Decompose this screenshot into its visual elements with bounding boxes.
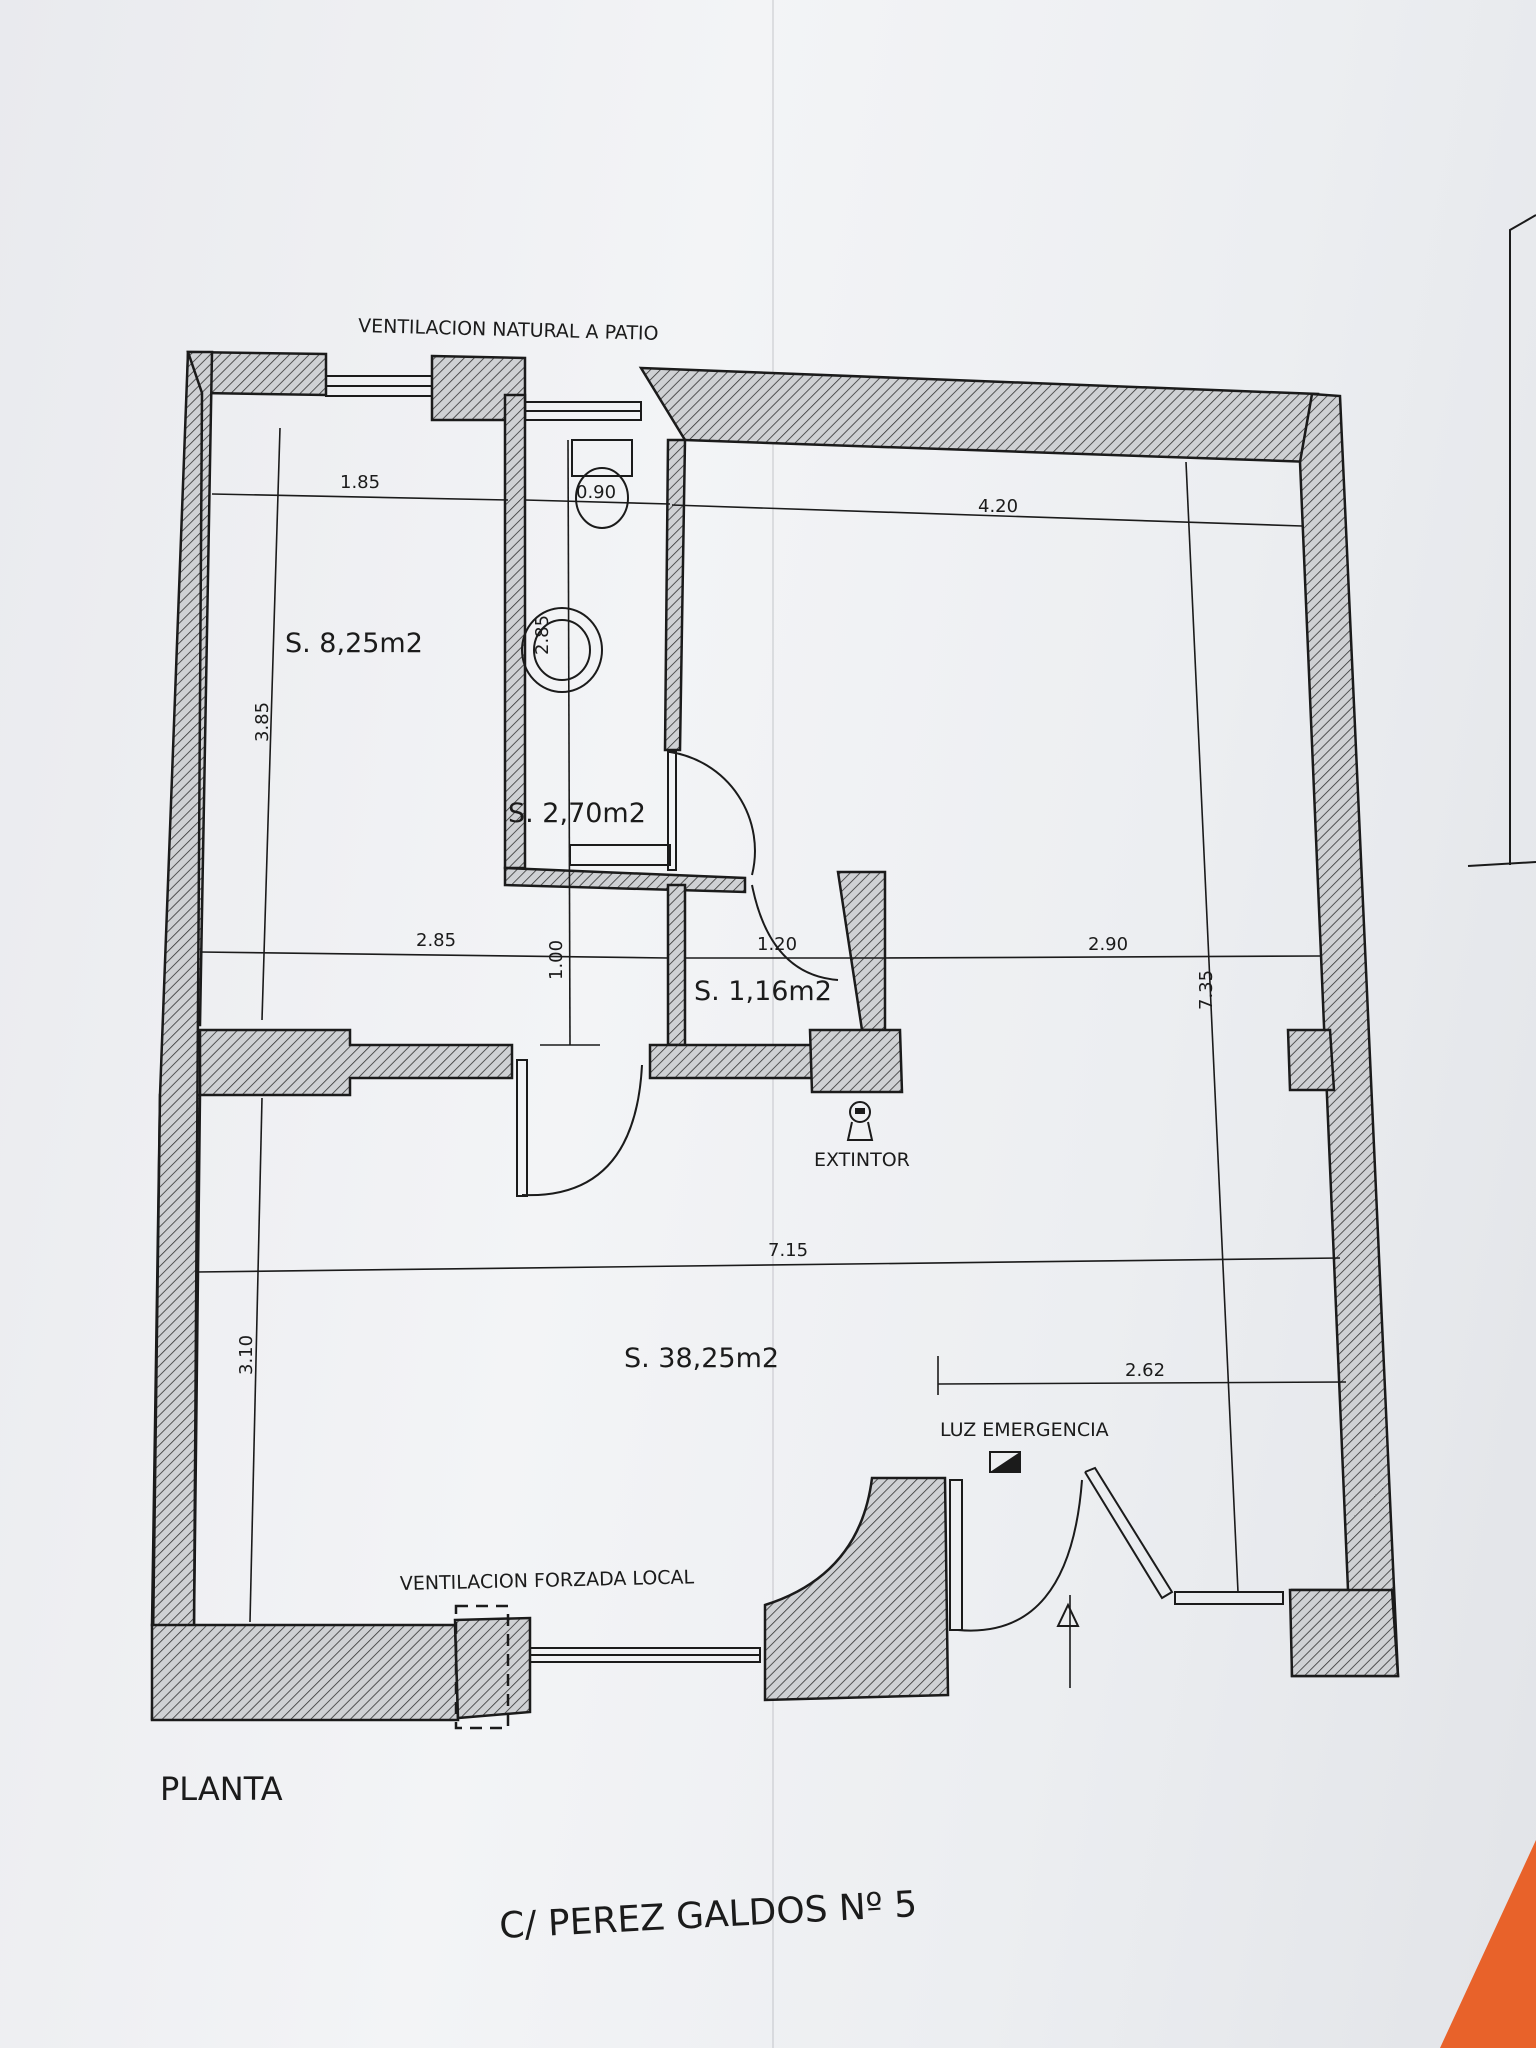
dim-label: 1.20 bbox=[757, 934, 797, 955]
wall-store-left bbox=[666, 883, 687, 1047]
street-address: C/ PEREZ GALDOS Nº 5 bbox=[498, 1884, 918, 1947]
wall-bottom-left-b bbox=[453, 1616, 532, 1720]
orange-paper-corner bbox=[1440, 1840, 1536, 2048]
wall-entrance-pier bbox=[763, 1476, 950, 1702]
toilet-bowl bbox=[575, 467, 629, 529]
wall-bath-bottom bbox=[503, 866, 747, 894]
dim-label: 7.15 bbox=[768, 1240, 808, 1261]
wall-bottom-left bbox=[150, 1623, 460, 1722]
dim-label: 4.20 bbox=[978, 496, 1018, 517]
extinguisher-icon bbox=[846, 1101, 874, 1141]
wall-store-bottom bbox=[648, 1043, 817, 1080]
emergency-light-label: LUZ EMERGENCIA bbox=[940, 1419, 1109, 1441]
room-area-storage: S. 1,16m2 bbox=[694, 976, 832, 1007]
dim-label: 2.85 bbox=[416, 930, 456, 951]
dim-label: 2.85 bbox=[532, 615, 553, 655]
extinguisher-label: EXTINTOR bbox=[814, 1149, 910, 1171]
wall-left-edge bbox=[150, 351, 204, 1721]
wall-pilaster-right bbox=[1286, 1028, 1336, 1092]
note-forced-ventilation: VENTILACION FORZADA LOCAL bbox=[400, 1566, 695, 1595]
dim-label: 7.35 bbox=[1196, 970, 1217, 1010]
door-entrance-leaf bbox=[1084, 1466, 1174, 1600]
room-area-main: S. 38,25m2 bbox=[624, 1343, 779, 1374]
washbasin bbox=[521, 607, 603, 693]
ventilation-duct bbox=[454, 1604, 510, 1730]
fixtures bbox=[521, 439, 671, 866]
window-bottom-right bbox=[1174, 1591, 1284, 1605]
dim-label: 1.00 bbox=[546, 940, 567, 980]
dimension-lines bbox=[195, 427, 1347, 1688]
door-storage bbox=[751, 884, 839, 981]
door-bath bbox=[669, 751, 756, 876]
door-entrance bbox=[957, 1479, 1083, 1632]
dim-label: 2.90 bbox=[1088, 934, 1128, 955]
wall-corridor-h bbox=[198, 1028, 514, 1097]
windows bbox=[325, 375, 1284, 1663]
plan-label: PLANTA bbox=[160, 1770, 283, 1808]
dim-label: 3.85 bbox=[252, 702, 273, 742]
wall-store-right bbox=[836, 870, 887, 1032]
toilet-tank bbox=[571, 439, 633, 477]
entrance-arrow-icon bbox=[1056, 1602, 1080, 1627]
dim-label: 0.90 bbox=[576, 482, 616, 503]
bath-shelf bbox=[569, 844, 671, 866]
walls bbox=[150, 350, 1400, 1722]
doors bbox=[516, 751, 1174, 1632]
room-area-bedroom: S. 8,25m2 bbox=[285, 628, 423, 659]
emergency-light-icon bbox=[989, 1451, 1021, 1473]
edge-sheet bbox=[1440, 214, 1536, 2048]
dim-label: 2.62 bbox=[1125, 1360, 1165, 1381]
room-area-bathroom: S. 2,70m2 bbox=[508, 798, 646, 829]
wall-bottom-right-pier bbox=[1288, 1588, 1400, 1678]
note-natural-ventilation: VENTILACION NATURAL A PATIO bbox=[358, 315, 659, 345]
wall-bath-right bbox=[663, 438, 687, 752]
dim-label: 1.85 bbox=[340, 472, 380, 493]
door-corridor bbox=[521, 1064, 643, 1197]
paper-fold bbox=[772, 0, 774, 2048]
wall-store-pier bbox=[808, 1028, 904, 1094]
dim-label: 3.10 bbox=[236, 1335, 257, 1375]
wall-top-right bbox=[638, 366, 1320, 464]
